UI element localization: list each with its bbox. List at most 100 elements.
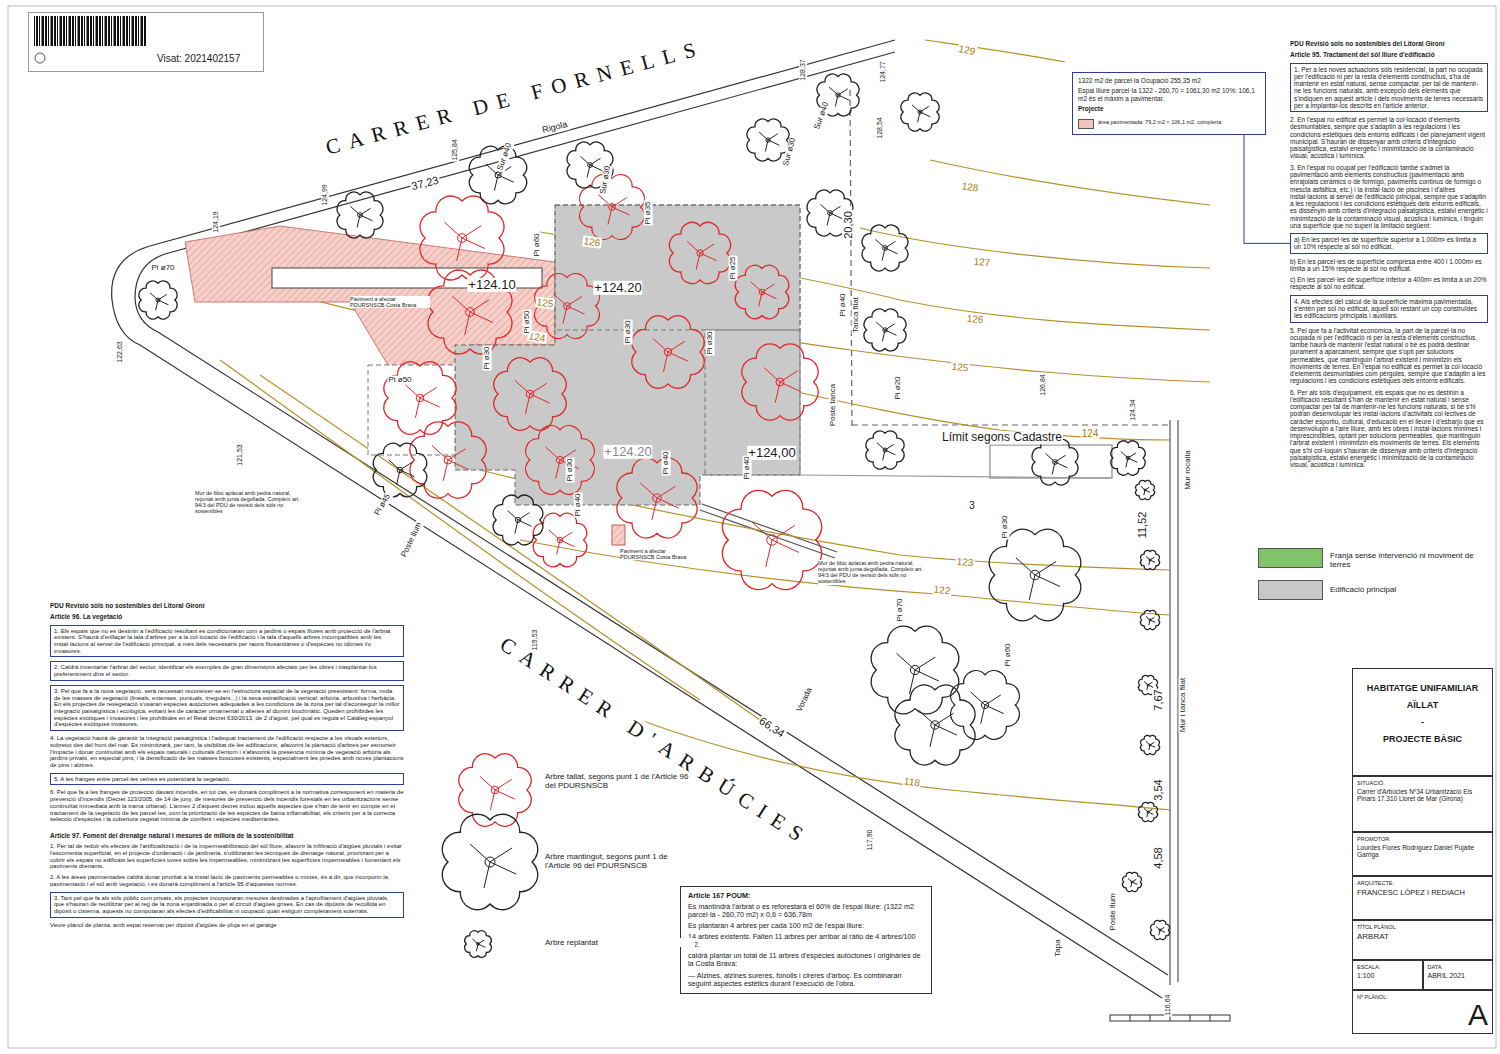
plan-label: Pi ø70 [150,264,175,273]
node-text: PROMOTOR: [1357,836,1488,842]
regulation-note-box: 5. A les franges entre parcel·les veïnes… [50,773,404,786]
note-text: 5. Pel que fa a l'activitat econòmica, l… [1290,327,1488,385]
node-text: 14 arbres existents. Falten 11 arbres pe… [688,933,924,949]
bracket-connector [1244,135,1290,243]
trees-cut [420,196,504,280]
plan-label: Pi ø30 [624,319,633,344]
regulation-note-box: 4. Als efectes del càlcul de la superfíc… [1290,295,1488,323]
note-heading: PDU Revisió sòls no sostenibles del Lito… [50,602,404,609]
note-text: 2. A les àrees pavimentades caldrà donar… [50,874,404,887]
regulation-note-box: 2. Caldrà inventariar l'arbrat del secto… [50,661,404,680]
plan-label: 124,99 [321,183,329,206]
plan-label: Límit segons Cadastre [941,431,1063,444]
trees-cut [535,274,600,339]
plan-label: 20,30 [842,210,854,240]
node-text: — Alzines, alzines sureres, fonolls i ci… [688,972,924,988]
plan-label: Pi ø30 [706,330,715,355]
node-text: ESCALA: [1357,964,1418,970]
node-text: 3. Pel que fa a la nova vegetació, serà … [54,688,400,728]
trees-kept [139,281,177,319]
main-building [455,205,800,505]
plan-label: 127 [972,256,991,268]
plan-label: +124.20 [603,445,652,459]
trees-kept [864,309,906,351]
trees-kept [871,626,959,714]
node-text: 3. Tant pel que fa als sòls públic com p… [54,895,400,915]
note-text: Veure plànol de planta, amb espai reserv… [50,922,404,929]
trees-replanted [1135,480,1154,499]
plan-label: 125,84 [451,138,459,161]
node-text: Visat: 2021402157 [157,53,259,64]
node-text: HABITATGE UNIFAMILIAR [1357,683,1488,693]
street-name: CARRER DE FORNELLS [322,36,707,160]
plan-label: 128,37 [799,58,807,81]
node-text: 1. Els espais que no es destinin a l'edi… [54,628,400,655]
note-text: 1. Per tal de reduir els efectes de l'ar… [50,843,404,870]
title-cell: TÍTOL PLÀNOL:ARBRAT [1352,920,1493,960]
plan-label: 116,64 [1164,994,1172,1017]
plan-label: +124,00 [747,446,796,460]
plan-label: Pi ø30 [483,345,492,370]
note-text: c) En les parcel·les de superfície infer… [1290,276,1488,291]
callout-note: Mur de bloc aplacat amb pedra natural, r… [195,490,307,515]
plan-label: 123 [955,556,975,569]
title-cell: PROMOTOR:Lourdes Flores Rodríguez Daniel… [1352,832,1493,876]
node-text: FRANCESC LÓPEZ I REDIACH [1357,889,1488,897]
node-text: 5. A les franges entre parcel·les veïnes… [54,776,400,783]
trees-cut [742,344,818,420]
note-text: 6. Per als sòls d'equipament, els espais… [1290,389,1488,469]
legend-text: Arbre mantingut, segons punt 1 de l'Arti… [545,852,695,870]
trees-kept [866,431,904,469]
plan-label: 7,67 [1152,688,1164,711]
main-building [705,330,800,475]
plan-label: 117,90 [866,829,874,852]
node-text: AÏLLAT [1357,700,1488,710]
plan-label: 11,52 [1136,511,1148,540]
street-edges [990,445,1112,478]
node-text: Es mantindrà l'arbrat o es reforestarà e… [688,903,924,919]
title-cell: ARQUITECTE:FRANCESC LÓPEZ I REDIACH [1352,876,1493,920]
plan-label: Pi ø30 [566,457,575,482]
node-text: ARBRAT [1357,933,1488,942]
visa-stamp: Visat: 2021402157 [28,12,264,72]
plan-label: 4,58 [1152,846,1164,869]
plan-label: Sur ø30 [782,136,798,168]
plan-label: 124,19 [212,210,220,233]
node-text: 1:100 [1357,972,1418,980]
contour-lines [520,540,1170,615]
callout-note: Mur de bloc aplacat amb pedra natural, r… [818,560,930,585]
note-text: 3. En l'espai no ocupat per l'edificació… [1290,164,1488,229]
plan-label: 37,23 [409,174,441,193]
contour-lines [925,40,1065,62]
poum-article-box: Article 167 POUM:Es mantindrà l'arbrat o… [680,886,932,994]
legend-text: Franja sense intervenció ni moviment de … [1330,551,1480,569]
legend-text: Edificació principal [1330,585,1480,594]
street-edges [1170,420,1178,985]
title-cell: HABITATGE UNIFAMILIAR AÏLLAT - PROJECTE BÀS… [1352,668,1493,776]
plan-label: 66,34 [756,714,787,740]
trees-cut [580,175,645,240]
trees-cut [735,265,788,318]
legend-swatch [1078,119,1094,129]
regulation-note-box: a) En les parcel·les de superfície super… [1290,233,1488,254]
plan-label: Pi ø35 [644,200,653,225]
node-text: 1322 m2 de parcel·la Ocupació 255,35 m2 [1078,77,1260,84]
plan-label: Pi ø40 [574,492,583,517]
trees-replanted [465,931,492,958]
trees-replanted [1150,920,1169,939]
sheet-frame [8,6,1496,1048]
plan-label: Pi ø50 [387,376,412,385]
plan-label: 126,84 [1039,373,1047,396]
trees-cut [632,316,705,389]
node-text: DATA: [1428,964,1489,970]
plan-label: Tanca filat [852,296,861,334]
node-text: PROJECTE BÀSIC [1357,734,1488,744]
plan-label: 124,34 [1129,398,1137,421]
node-text: - [1357,717,1488,727]
street-edges [850,90,852,430]
trees-kept [951,671,1020,740]
node-text: ABRIL 2021 [1428,972,1489,980]
plan-label: 126 [965,313,985,326]
street-edges [800,475,1110,478]
paved-area [612,525,625,545]
